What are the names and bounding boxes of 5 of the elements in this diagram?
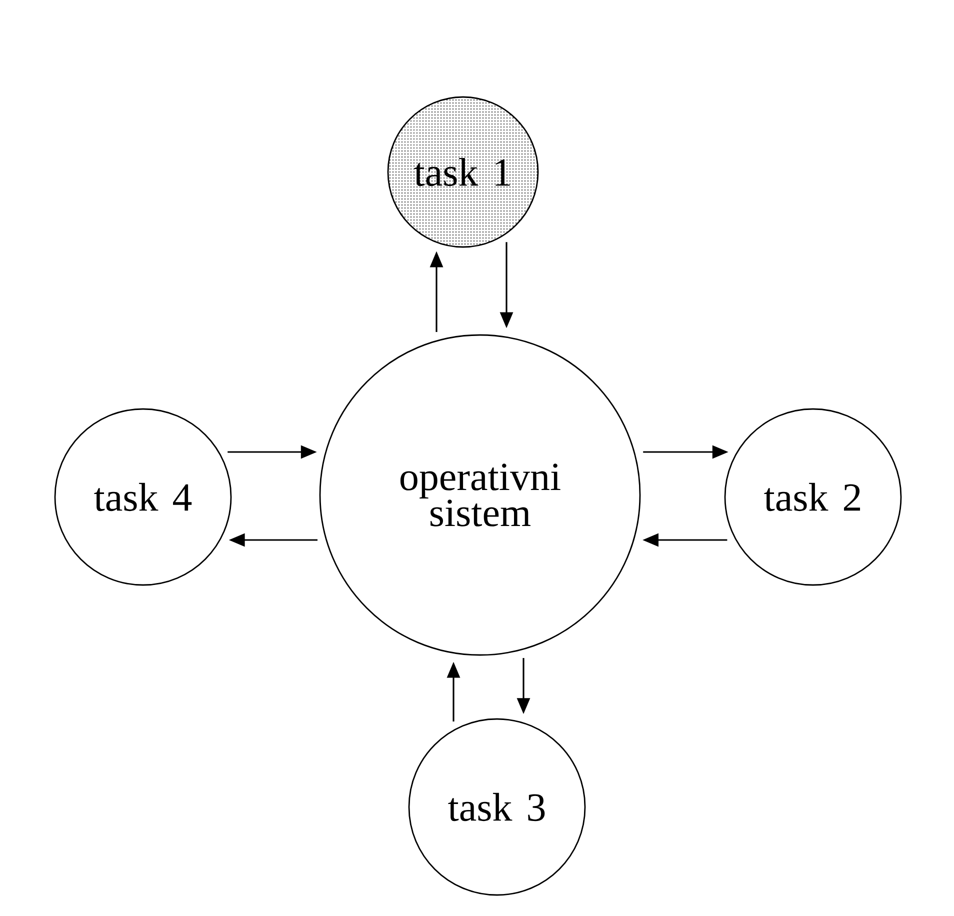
circle-node: task 2 [724, 408, 902, 586]
circle-node: task 4 [54, 408, 232, 586]
circle-node: operativni sistem [319, 334, 641, 656]
circle-node: task 1 [387, 96, 539, 248]
circle-node: task 3 [408, 718, 586, 896]
